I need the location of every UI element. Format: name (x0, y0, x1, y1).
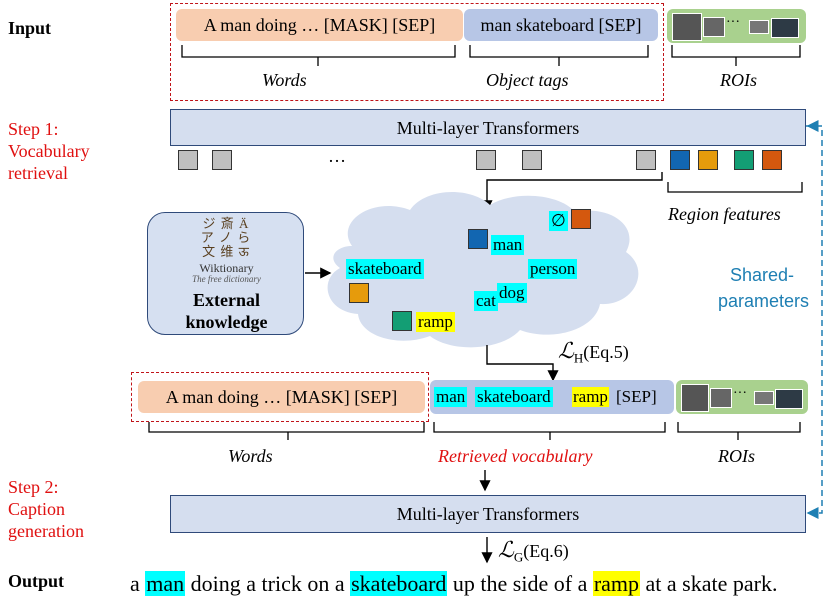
step1-label: Step 1: Vocabulary retrieval (8, 118, 90, 184)
external-knowledge-box: ジ 斎 Ä ア ノ ら 文 维 ऊ Wiktionary The free di… (147, 212, 304, 335)
cloud-word-skateboard: skateboard (346, 259, 424, 279)
vocab-man: man (434, 387, 468, 407)
rois-caption: ROIs (720, 70, 757, 90)
input-words-box: A man doing … [MASK] [SEP] (176, 9, 463, 41)
words-caption-2: Words (228, 446, 273, 466)
cloud-word-dog: dog (497, 283, 527, 303)
loss-h: ℒH(Eq.5) (558, 338, 629, 366)
wiktionary-name: Wiktionary (199, 261, 254, 275)
retrieved-vocab-box: man skateboard ramp [SEP] (430, 380, 674, 414)
wiktionary-tagline: The free dictionary (192, 274, 261, 284)
step2-line3: generation (8, 521, 84, 541)
words-caption: Words (262, 70, 307, 90)
vocab-ramp: ramp (572, 387, 609, 407)
cloud-square-red (571, 209, 591, 229)
step2-label: Step 2: Caption generation (8, 476, 84, 542)
transformer-step1: Multi-layer Transformers (170, 109, 806, 146)
cloud-square-green (392, 311, 412, 331)
shared-line2: parameters (718, 291, 810, 311)
feature-square (476, 150, 496, 170)
brace-region-features (667, 182, 803, 193)
second-words-box: A man doing … [MASK] [SEP] (138, 381, 425, 413)
second-roi-box: ··· (676, 380, 808, 414)
output-segment: at a skate park. (640, 571, 778, 596)
brace-rois-2 (677, 422, 801, 440)
cloud-word-ramp: ramp (416, 312, 455, 332)
shared-parameters-label: Shared- parameters (718, 262, 809, 314)
region-feature-green (734, 150, 754, 170)
input-roi-box: ··· (667, 9, 806, 43)
roi-image-1 (672, 13, 702, 41)
features-ellipsis: … (328, 146, 346, 166)
feature-square (212, 150, 232, 170)
input-tags-box: man skateboard [SEP] (464, 9, 658, 41)
roi-image-4 (775, 389, 803, 409)
step1-line2: Vocabulary (8, 141, 90, 161)
step1-line3: retrieval (8, 163, 68, 183)
features-to-cloud-arrow (481, 172, 663, 212)
cloud-word-man: man (491, 235, 525, 255)
roi-dots: ··· (733, 386, 747, 401)
roi-image-1 (681, 384, 709, 412)
roi-image-4 (771, 18, 799, 38)
feature-square (636, 150, 656, 170)
brace-words-2 (148, 422, 425, 440)
vocab-sep: [SEP] (616, 387, 657, 406)
feature-square (178, 150, 198, 170)
external-knowledge-line1: External (193, 290, 260, 310)
input-dashed-frame (170, 3, 664, 101)
loss-g: ℒG(Eq.6) (498, 537, 569, 565)
wiktionary-logo-icon: ジ 斎 Ä ア ノ ら 文 维 ऊ (200, 216, 252, 259)
tags-caption: Object tags (486, 70, 569, 90)
region-features-label: Region features (668, 204, 781, 224)
cloud-word-cat: cat (474, 291, 498, 311)
region-feature-blue (670, 150, 690, 170)
brace-vocab (433, 422, 666, 440)
shared-parameters-line (806, 125, 823, 514)
second-row-dashed-frame (131, 372, 429, 422)
cloud-word-person: person (528, 259, 578, 279)
roi-image-2 (710, 388, 732, 408)
shared-line1: Shared- (730, 265, 795, 285)
cloud-square-blue (468, 229, 488, 249)
external-knowledge-line2: knowledge (185, 312, 268, 332)
input-label: Input (8, 18, 52, 38)
output-segment: man (145, 571, 186, 596)
step2-line1: Step 2: (8, 477, 59, 497)
region-feature-orange (698, 150, 718, 170)
output-segment: up the side of a (447, 571, 593, 596)
transformer-step2: Multi-layer Transformers (170, 495, 806, 533)
output-segment: skateboard (350, 571, 448, 596)
cloud-square-orange (349, 283, 369, 303)
cloud-word-empty: ∅ (549, 211, 568, 231)
brace-words (181, 45, 456, 66)
output-segment: ramp (592, 571, 641, 596)
cloud-to-vocab-arrow (486, 345, 559, 382)
brace-tags (469, 45, 649, 66)
roi-image-3 (749, 20, 769, 34)
roi-image-2 (703, 17, 725, 37)
output-segment: a (130, 571, 146, 596)
output-sentence: a man doing a trick on a skateboard up t… (130, 570, 777, 598)
external-knowledge-title: External knowledge (148, 289, 305, 333)
rois-caption-2: ROIs (718, 446, 755, 466)
step1-line1: Step 1: (8, 119, 59, 139)
retrieved-vocab-caption: Retrieved vocabulary (438, 446, 593, 466)
vocab-skateboard: skateboard (475, 387, 553, 407)
output-segment: doing a trick on a (185, 571, 351, 596)
output-label: Output (8, 571, 65, 591)
feature-square (522, 150, 542, 170)
step2-line2: Caption (8, 499, 65, 519)
brace-rois (671, 45, 801, 66)
roi-dots: ··· (726, 15, 740, 30)
region-feature-red (762, 150, 782, 170)
roi-image-3 (754, 391, 774, 405)
